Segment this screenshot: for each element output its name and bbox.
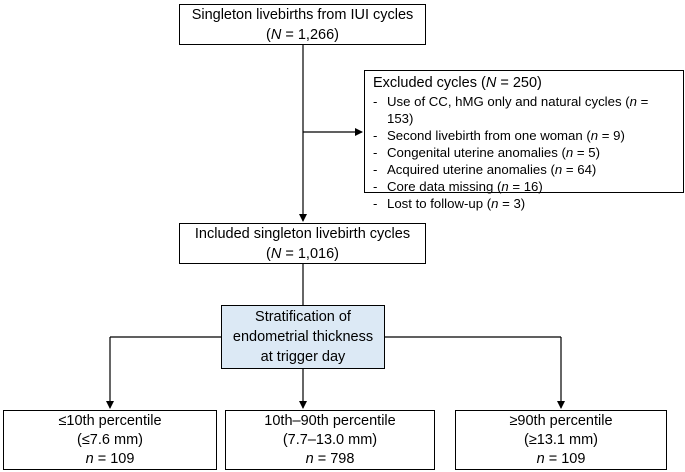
group-box-high: ≥90th percentile (≥13.1 mm) n = 109 [455, 410, 667, 470]
group-box-low: ≤10th percentile (≤7.6 mm) n = 109 [3, 410, 217, 470]
included-box-count: (N = 1,016) [266, 245, 339, 262]
strat-line-1: Stratification of [255, 309, 351, 325]
source-box: Singleton livebirths from IUI cycles (N … [179, 4, 426, 45]
group-label: ≤10th percentile [58, 412, 162, 429]
strat-line-2: endometrial thickness [232, 329, 374, 345]
group-label: 10th–90th percentile [264, 412, 396, 429]
source-box-count: (N = 1,266) [266, 26, 339, 43]
excluded-title: Excluded cycles (N = 250) [373, 75, 542, 91]
stratification-box: Stratification of endometrial thickness … [221, 305, 385, 369]
strat-line-3: at trigger day [260, 349, 346, 365]
excluded-item: Acquired uterine anomalies (n = 64) [373, 161, 675, 178]
excluded-list: Use of CC, hMG only and natural cycles (… [373, 93, 675, 212]
group-count: n = 798 [305, 450, 355, 467]
group-range: (≤7.6 mm) [77, 431, 143, 448]
excluded-item: Congenital uterine anomalies (n = 5) [373, 144, 675, 161]
excluded-item: Lost to follow-up (n = 3) [373, 195, 675, 212]
group-box-mid: 10th–90th percentile (7.7–13.0 mm) n = 7… [225, 410, 435, 470]
group-range: (7.7–13.0 mm) [282, 431, 378, 448]
source-box-title: Singleton livebirths from IUI cycles [191, 6, 414, 23]
excluded-item: Core data missing (n = 16) [373, 178, 675, 195]
excluded-box: Excluded cycles (N = 250) Use of CC, hMG… [364, 70, 684, 212]
excluded-item: Use of CC, hMG only and natural cycles (… [373, 93, 675, 127]
group-label: ≥90th percentile [509, 412, 613, 429]
included-box-title: Included singleton livebirth cycles [194, 225, 411, 242]
group-range: (≥13.1 mm) [523, 431, 599, 448]
excluded-item: Second livebirth from one woman (n = 9) [373, 127, 675, 144]
included-box: Included singleton livebirth cycles (N =… [179, 223, 426, 264]
group-count: n = 109 [536, 450, 586, 467]
group-count: n = 109 [85, 450, 135, 467]
